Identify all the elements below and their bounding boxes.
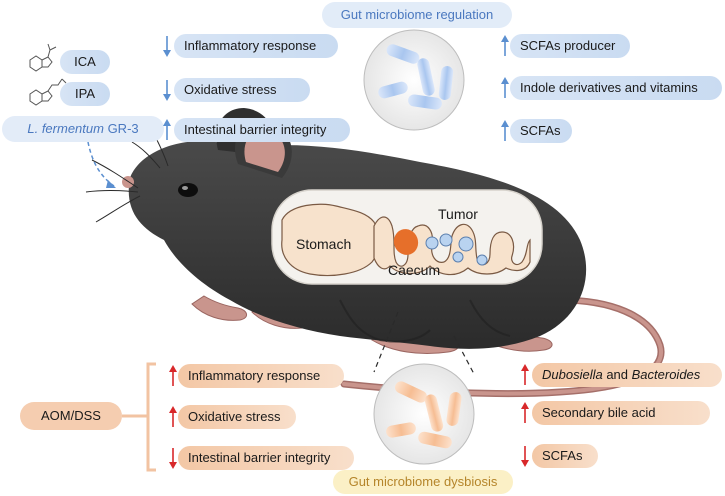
- bottom-left-effect-0: Inflammatory response: [178, 364, 344, 388]
- up-arrow-icon: [163, 119, 171, 140]
- tumor-nodules: [425, 233, 488, 266]
- dubosiella-bacteroides-pill: Dubosiella and Bacteroides: [532, 363, 722, 387]
- ica-molecule-icon: [29, 43, 57, 72]
- caecum-shape: [393, 229, 419, 255]
- genus-dubosiella: Dubosiella: [542, 367, 603, 382]
- ipa-molecule-icon: [29, 78, 67, 106]
- top-right-effect-1: Indole derivatives and vitamins: [510, 76, 722, 100]
- top-right-effect-0: SCFAs producer: [510, 34, 630, 58]
- strain-genus: L. fermentum: [27, 121, 104, 136]
- mouse-eye: [178, 183, 198, 197]
- stomach-label: Stomach: [296, 236, 352, 252]
- up-arrow-icon: [501, 35, 509, 56]
- mouse-whiskers: [85, 137, 169, 223]
- dysbiosis-title: Gut microbiome dysbiosis: [333, 470, 513, 494]
- tumor-label: Tumor: [438, 206, 478, 222]
- up-arrow-icon: [169, 365, 177, 386]
- top-left-effect-1: Oxidative stress: [174, 78, 310, 102]
- compound-ipa: IPA: [60, 82, 110, 106]
- mouse-front-foot: [191, 295, 247, 321]
- top-left-effect-2: Intestinal barrier integrity: [174, 118, 350, 142]
- bottom-right-effect-1: Secondary bile acid: [532, 401, 710, 425]
- down-arrow-icon: [163, 80, 171, 101]
- conjunction: and: [602, 367, 632, 382]
- regulation-title: Gut microbiome regulation: [322, 2, 512, 28]
- strain-label: L. fermentum GR-3: [2, 116, 164, 142]
- aom-dss-label: AOM/DSS: [20, 402, 122, 430]
- up-arrow-icon: [501, 77, 509, 98]
- strain-id: GR-3: [103, 121, 139, 136]
- up-arrow-icon: [521, 402, 529, 423]
- healthy-bacteria: [378, 44, 454, 110]
- caecum-label: Caecum: [388, 262, 441, 278]
- supplement-arrow: [87, 141, 115, 187]
- bottom-right-effect-2: SCFAs: [532, 444, 598, 468]
- dysbiosis-bacteria: [386, 381, 462, 449]
- down-arrow-icon: [521, 446, 529, 467]
- up-arrow-icon: [501, 120, 509, 141]
- down-arrow-icon: [169, 448, 177, 469]
- bottom-left-effect-1: Oxidative stress: [178, 405, 296, 429]
- top-left-effect-0: Inflammatory response: [174, 34, 338, 58]
- genus-bacteroides: Bacteroides: [631, 367, 701, 382]
- compound-ica: ICA: [60, 50, 110, 74]
- aom-bracket: [146, 362, 156, 472]
- down-arrow-icon: [163, 36, 171, 57]
- bottom-left-effect-2: Intestinal barrier integrity: [178, 446, 354, 470]
- up-arrow-icon: [169, 406, 177, 427]
- up-arrow-icon: [521, 364, 529, 385]
- top-right-effect-2: SCFAs: [510, 119, 572, 143]
